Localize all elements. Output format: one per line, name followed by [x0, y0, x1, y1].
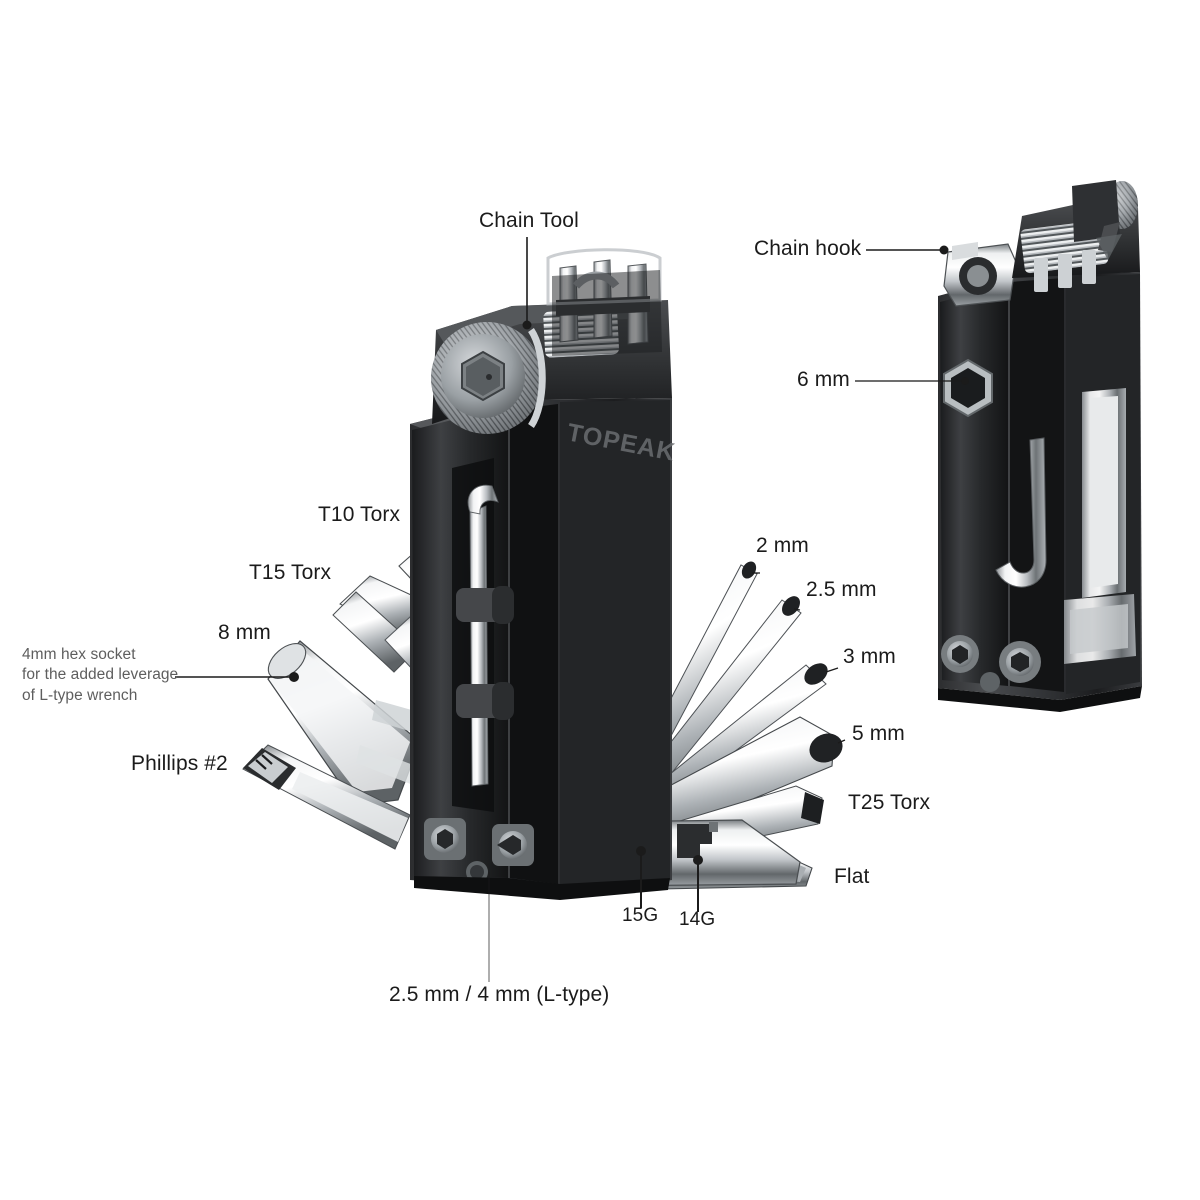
main-tool-body: TOPEAK [410, 398, 678, 900]
callout-3mm: 3 mm [843, 645, 896, 668]
chain-tool-head [431, 248, 672, 434]
callout-8mm: 8 mm [218, 621, 271, 644]
callout-t25-torx: T25 Torx [848, 791, 931, 814]
leader-lines [175, 237, 969, 982]
callout-phillips-2: Phillips #2 [131, 752, 228, 775]
callout-5mm: 5 mm [852, 722, 905, 745]
callout-t15-torx: T15 Torx [249, 561, 332, 584]
callout-t10-torx: T10 Torx [318, 503, 401, 526]
callout-14g: 14G [679, 909, 716, 930]
callout-2mm: 2 mm [756, 534, 809, 557]
callout-6mm: 6 mm [797, 368, 850, 391]
callout-chain-tool: Chain Tool [479, 209, 579, 232]
callout-2-5mm: 2.5 mm [806, 578, 877, 601]
callout-chain-hook: Chain hook [754, 237, 862, 260]
callout-15g: 15G [622, 905, 659, 926]
callout-flat: Flat [834, 865, 870, 888]
folded-tool [938, 180, 1142, 712]
callout-hex-socket-note: 4mm hex socket for the added leverage of… [22, 646, 179, 704]
callout-l-type: 2.5 mm / 4 mm (L-type) [389, 983, 610, 1006]
